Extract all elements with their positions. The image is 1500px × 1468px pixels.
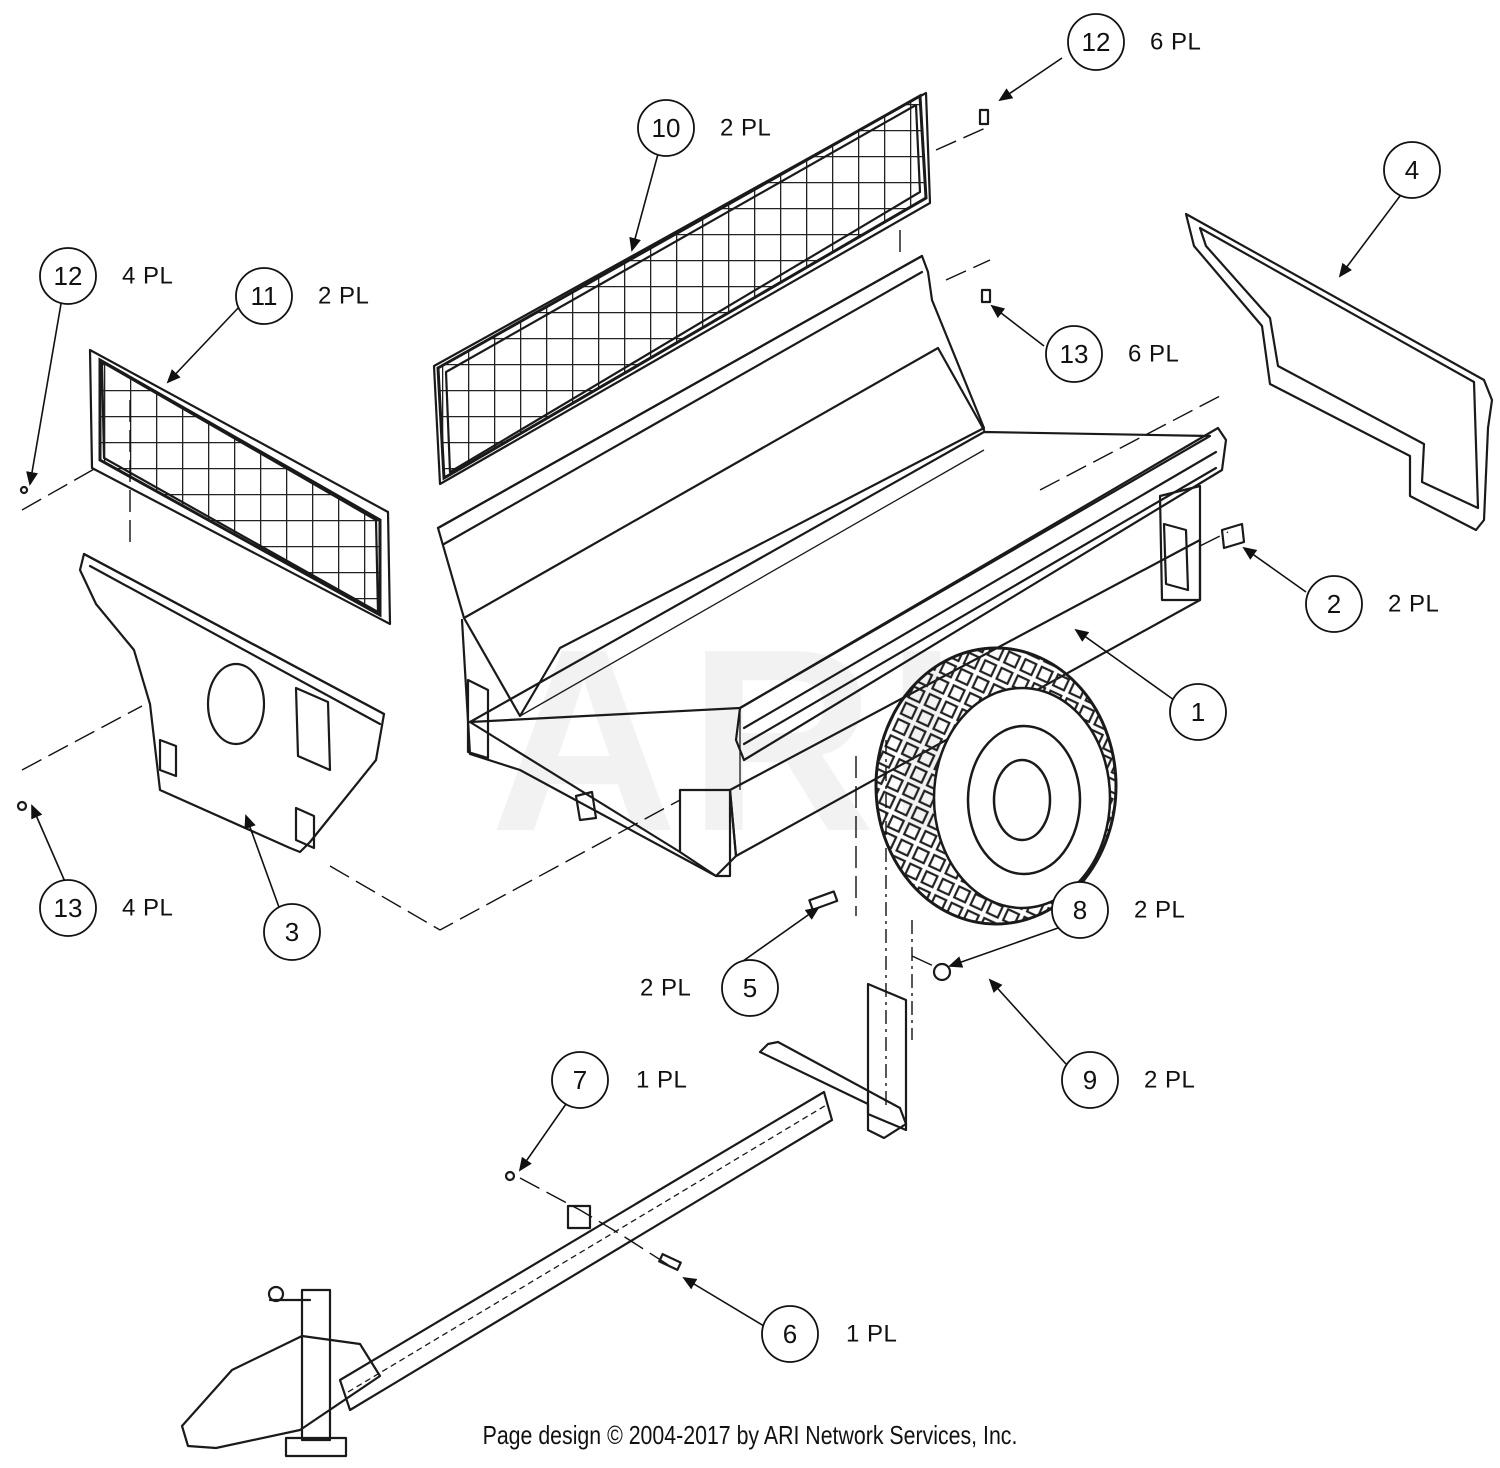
callout-12-top-qty: 6 PL <box>1150 29 1201 56</box>
callout-5: 5 2 PL <box>640 959 779 1017</box>
callout-13-left-number: 13 <box>54 893 83 923</box>
hardware <box>16 108 1246 1271</box>
callout-12-top-number: 12 <box>1082 27 1111 57</box>
callout-12-left-number: 12 <box>54 261 83 291</box>
assembly-lines <box>21 125 1229 1267</box>
callout-6: 6 1 PL <box>761 1305 897 1363</box>
callout-7-number: 7 <box>573 1065 587 1095</box>
callout-10: 10 2 PL <box>637 99 771 157</box>
callout-9-number: 9 <box>1083 1065 1097 1095</box>
callout-7: 7 1 PL <box>551 1051 687 1109</box>
callout-10-qty: 2 PL <box>720 115 771 142</box>
callout-13-left: 13 4 PL <box>39 879 173 937</box>
callout-7-qty: 1 PL <box>636 1067 687 1094</box>
callouts: 1 2 2 PL 3 4 5 2 PL 6 1 PL 7 1 PL <box>39 13 1441 1363</box>
callout-13-right: 13 6 PL <box>1045 325 1179 383</box>
callout-5-number: 5 <box>743 973 757 1003</box>
callout-11-qty: 2 PL <box>318 283 369 310</box>
callout-8-number: 8 <box>1073 895 1087 925</box>
callout-5-qty: 2 PL <box>640 975 691 1002</box>
callout-1: 1 <box>1169 683 1227 741</box>
copyright-footer: Page design © 2004-2017 by ARI Network S… <box>482 1420 1018 1450</box>
callout-2-qty: 2 PL <box>1388 591 1439 618</box>
callout-2: 2 2 PL <box>1305 575 1439 633</box>
rear-mesh-panel <box>432 91 932 486</box>
callout-4: 4 <box>1383 141 1441 199</box>
trailer-box-body <box>436 254 1228 878</box>
callout-4-number: 4 <box>1405 155 1419 185</box>
callout-11-number: 11 <box>251 281 278 311</box>
callout-10-number: 10 <box>652 113 681 143</box>
callout-3: 3 <box>263 903 321 961</box>
callout-6-number: 6 <box>783 1319 797 1349</box>
wheel-tire <box>874 646 1118 926</box>
callout-12-left-qty: 4 PL <box>122 263 173 290</box>
callout-12-left: 12 4 PL <box>39 247 173 305</box>
callout-11: 11 2 PL <box>235 267 369 325</box>
side-mesh-panel <box>88 348 392 626</box>
callout-12-top: 12 6 PL <box>1067 13 1201 71</box>
callout-9-qty: 2 PL <box>1144 1067 1195 1094</box>
callout-13-right-qty: 6 PL <box>1128 341 1179 368</box>
callout-6-qty: 1 PL <box>846 1321 897 1348</box>
callout-13-right-number: 13 <box>1060 339 1089 369</box>
trailer-tongue <box>180 1090 834 1458</box>
callout-1-number: 1 <box>1191 697 1205 727</box>
callout-8-qty: 2 PL <box>1134 897 1185 924</box>
leader-lines <box>26 57 1401 1327</box>
callout-2-number: 2 <box>1327 589 1341 619</box>
callout-13-left-qty: 4 PL <box>122 895 173 922</box>
callout-8: 8 2 PL <box>1051 881 1185 939</box>
callout-9: 9 2 PL <box>1061 1051 1195 1109</box>
tailgate-frame <box>1184 212 1494 532</box>
front-end-panel <box>78 552 386 854</box>
axle-assembly <box>758 982 908 1140</box>
callout-3-number: 3 <box>285 917 299 947</box>
